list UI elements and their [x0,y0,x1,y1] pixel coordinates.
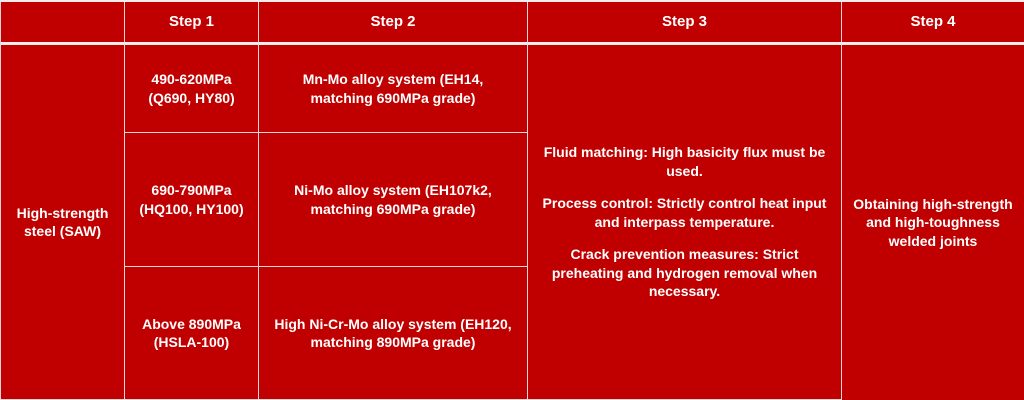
outcome-cell: Obtaining high-strength and high-toughne… [853,195,1013,249]
header-corner-cell [1,2,125,45]
header-step-4: Step 4 [842,2,1024,45]
alloy-system-cell-2: Ni-Mo alloy system (EH107k2, matching 69… [259,133,528,267]
strength-grade-cell-3: Above 890MPa (HSLA-100) [125,267,259,400]
material-label-cell: High-strength steel (SAW) [1,45,125,400]
header-step-2: Step 2 [259,2,528,45]
requirement-flux: Fluid matching: High basicity flux must … [543,144,826,179]
alloy-system-cell-3: High Ni-Cr-Mo alloy system (EH120, match… [259,267,528,400]
alloy-system-cell-1: Mn-Mo alloy system (EH14, matching 690MP… [259,45,528,133]
process-requirements-cell: Fluid matching: High basicity flux must … [528,45,842,400]
strength-grade-cell-1: 490-620MPa (Q690, HY80) [125,45,259,133]
requirement-process-control: Process control: Strictly control heat i… [542,195,827,230]
header-step-3: Step 3 [528,2,842,45]
requirement-crack-prevention: Crack prevention measures: Strict prehea… [551,246,818,300]
strength-grade-cell-2: 690-790MPa (HQ100, HY100) [125,133,259,267]
header-step-1: Step 1 [125,2,259,45]
